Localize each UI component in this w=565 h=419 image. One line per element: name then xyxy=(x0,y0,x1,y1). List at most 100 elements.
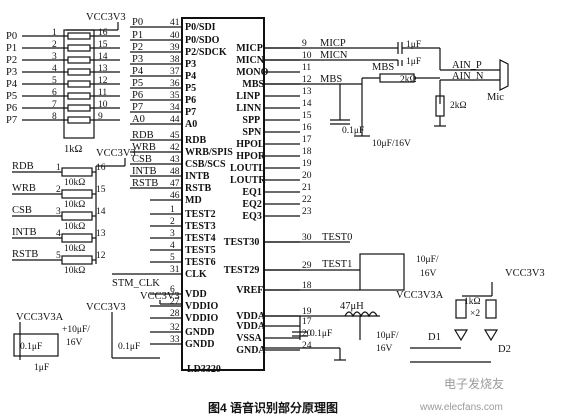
pullup-num-out: 16 xyxy=(96,163,106,173)
bl-vcc3v3-label: VCC3V3 xyxy=(86,302,126,313)
chip-left-pin-num: 27 xyxy=(170,297,180,307)
chip-left-pin-num: 41 xyxy=(170,18,180,28)
led-vcc-label: VCC3V3 xyxy=(505,268,545,279)
chip-right-pin-label: MICP xyxy=(236,43,263,54)
chip-right-pin-label: TEST30 xyxy=(224,237,260,248)
chip-left-pin-num: 40 xyxy=(170,31,180,41)
chip-right-pin-num: 19 xyxy=(302,307,312,317)
chip-left-pin-label: CLK xyxy=(185,269,207,280)
header-pin-b: 11 xyxy=(98,88,107,98)
chip-right-pin-label: LINP xyxy=(236,91,260,102)
led-mult-label: ×2 xyxy=(470,309,480,319)
net-label: CSB xyxy=(132,154,152,165)
pullup-num-out: 14 xyxy=(96,207,106,217)
mic-res2-label: 2kΩ xyxy=(450,101,467,111)
net-label: A0 xyxy=(132,114,145,125)
chip-left-pin-label: P4 xyxy=(185,71,196,82)
led-d1-icon xyxy=(453,329,469,342)
net-test1-label: TEST1 xyxy=(322,259,352,270)
bl-vcc3v3b-label: VCC3V3 xyxy=(140,291,180,302)
chip-right-pin-num: 19 xyxy=(302,159,312,169)
mic-icon xyxy=(499,59,509,91)
supply-cap3-label: 16V xyxy=(376,344,393,354)
pullup-vcc-label: VCC3V3 xyxy=(96,148,136,159)
chip-left-pin-label: TEST3 xyxy=(185,221,216,232)
mic-cap1-label: 1μF xyxy=(406,40,421,50)
header-res-label: 1kΩ xyxy=(64,144,83,155)
header-net-label: P7 xyxy=(6,115,17,126)
chip-left-pin-num: 39 xyxy=(170,43,180,53)
mic-res1-label: 2kΩ xyxy=(400,75,417,85)
chip-right-pin-num: 15 xyxy=(302,111,312,121)
chip-right-pin-label: SPP xyxy=(242,115,260,126)
chip-left-pin-num: 6 xyxy=(170,285,175,295)
chip-right-pin-label: VDDA xyxy=(236,321,266,332)
mic-cap2-label: 1μF xyxy=(406,57,421,67)
pullup-res-label: 10kΩ xyxy=(64,222,85,232)
chip-left-pin-label: CSB/SCS xyxy=(185,159,226,170)
chip-right-pin-num: 17 xyxy=(302,317,312,327)
header-pin-b: 10 xyxy=(98,100,108,110)
net-label: P1 xyxy=(132,30,143,41)
inductor xyxy=(344,311,378,318)
led-res1 xyxy=(455,299,467,319)
led-d2-icon xyxy=(483,329,499,342)
header-pin-a: 7 xyxy=(52,100,57,110)
led-d1-label: D1 xyxy=(428,332,441,343)
chip-right-pin-num: 18 xyxy=(302,147,312,157)
chip-right-pin-label: VSSA xyxy=(236,333,262,344)
inductor-label: 47μH xyxy=(340,301,364,312)
chip-left-pin-num: 37 xyxy=(170,67,180,77)
chip-left-pin-label: VDD xyxy=(185,289,207,300)
chip-left-pin-label: GNDD xyxy=(185,339,214,350)
chip-left-pin-num: 31 xyxy=(170,265,180,275)
chip-right-pin-num: 9 xyxy=(302,39,307,49)
chip-right-pin-num: 12 xyxy=(302,75,312,85)
chip-left-pin-label: P0/SDO xyxy=(185,35,220,46)
net-label: WRB xyxy=(132,142,156,153)
pullup-res-label: 10kΩ xyxy=(64,178,85,188)
watermark: 电子发烧友 xyxy=(444,376,504,391)
net-label: P4 xyxy=(132,66,144,77)
chip-left-pin-num: 1 xyxy=(170,205,175,215)
header-pin-b: 16 xyxy=(98,28,108,38)
ld3320-chip-body xyxy=(181,17,265,371)
chip-right-pin-label: EQ1 xyxy=(242,187,261,198)
chip-left-pin-label: VDDIO xyxy=(185,313,219,324)
chip-left-pin-num: 35 xyxy=(170,91,180,101)
chip-right-pin-label: VREF xyxy=(236,285,263,296)
chip-right-pin-label: SPN xyxy=(242,127,262,138)
pullup-res-label: 10kΩ xyxy=(64,244,85,254)
figure-caption: 图4 语音识别部分原理图 xyxy=(208,400,338,415)
pullup-net-label: CSB xyxy=(12,205,32,216)
pullup-num-in: 3 xyxy=(56,207,61,217)
net-label: P6 xyxy=(132,90,143,101)
net-micp-label: MICP xyxy=(320,38,346,49)
chip-right-pin-num: 17 xyxy=(302,135,312,145)
net-label: P0 xyxy=(132,17,143,28)
chip-left-pin-label: TEST6 xyxy=(185,257,216,268)
header-pin-b: 9 xyxy=(98,112,103,122)
chip-left-pin-num: 2 xyxy=(170,217,175,227)
chip-left-pin-label: RSTB xyxy=(185,183,211,194)
bl-c4-label: 1μF xyxy=(34,363,49,373)
bl-c2-label: +10μF/ xyxy=(62,325,90,335)
pullup-net-label: RSTB xyxy=(12,249,38,260)
chip-left-pin-label: P2/SDCK xyxy=(185,47,227,58)
header-net-label: P2 xyxy=(6,55,17,66)
chip-left-pin-num: 42 xyxy=(170,143,180,153)
chip-left-pin-num: 5 xyxy=(170,253,175,263)
chip-left-pin-label: MD xyxy=(185,195,202,206)
chip-right-pin-label: GNDA xyxy=(236,345,266,356)
chip-left-pin-num: 34 xyxy=(170,103,180,113)
chip-left-pin-num: 28 xyxy=(170,309,180,319)
mic-cap3-label: 0.1μF xyxy=(342,126,364,136)
bl-cap-box xyxy=(13,333,59,357)
header-pin-a: 8 xyxy=(52,112,57,122)
header-net-label: P1 xyxy=(6,43,17,54)
chip-right-pins: 9MICP10MICN11MONO12MBS13LINP14LINN15SPP1… xyxy=(224,39,312,356)
chip-right-pin-label: HPOL xyxy=(236,139,265,150)
chip-right-pin-label: VDDA xyxy=(236,311,266,322)
chip-left-pin-num: 48 xyxy=(170,167,180,177)
